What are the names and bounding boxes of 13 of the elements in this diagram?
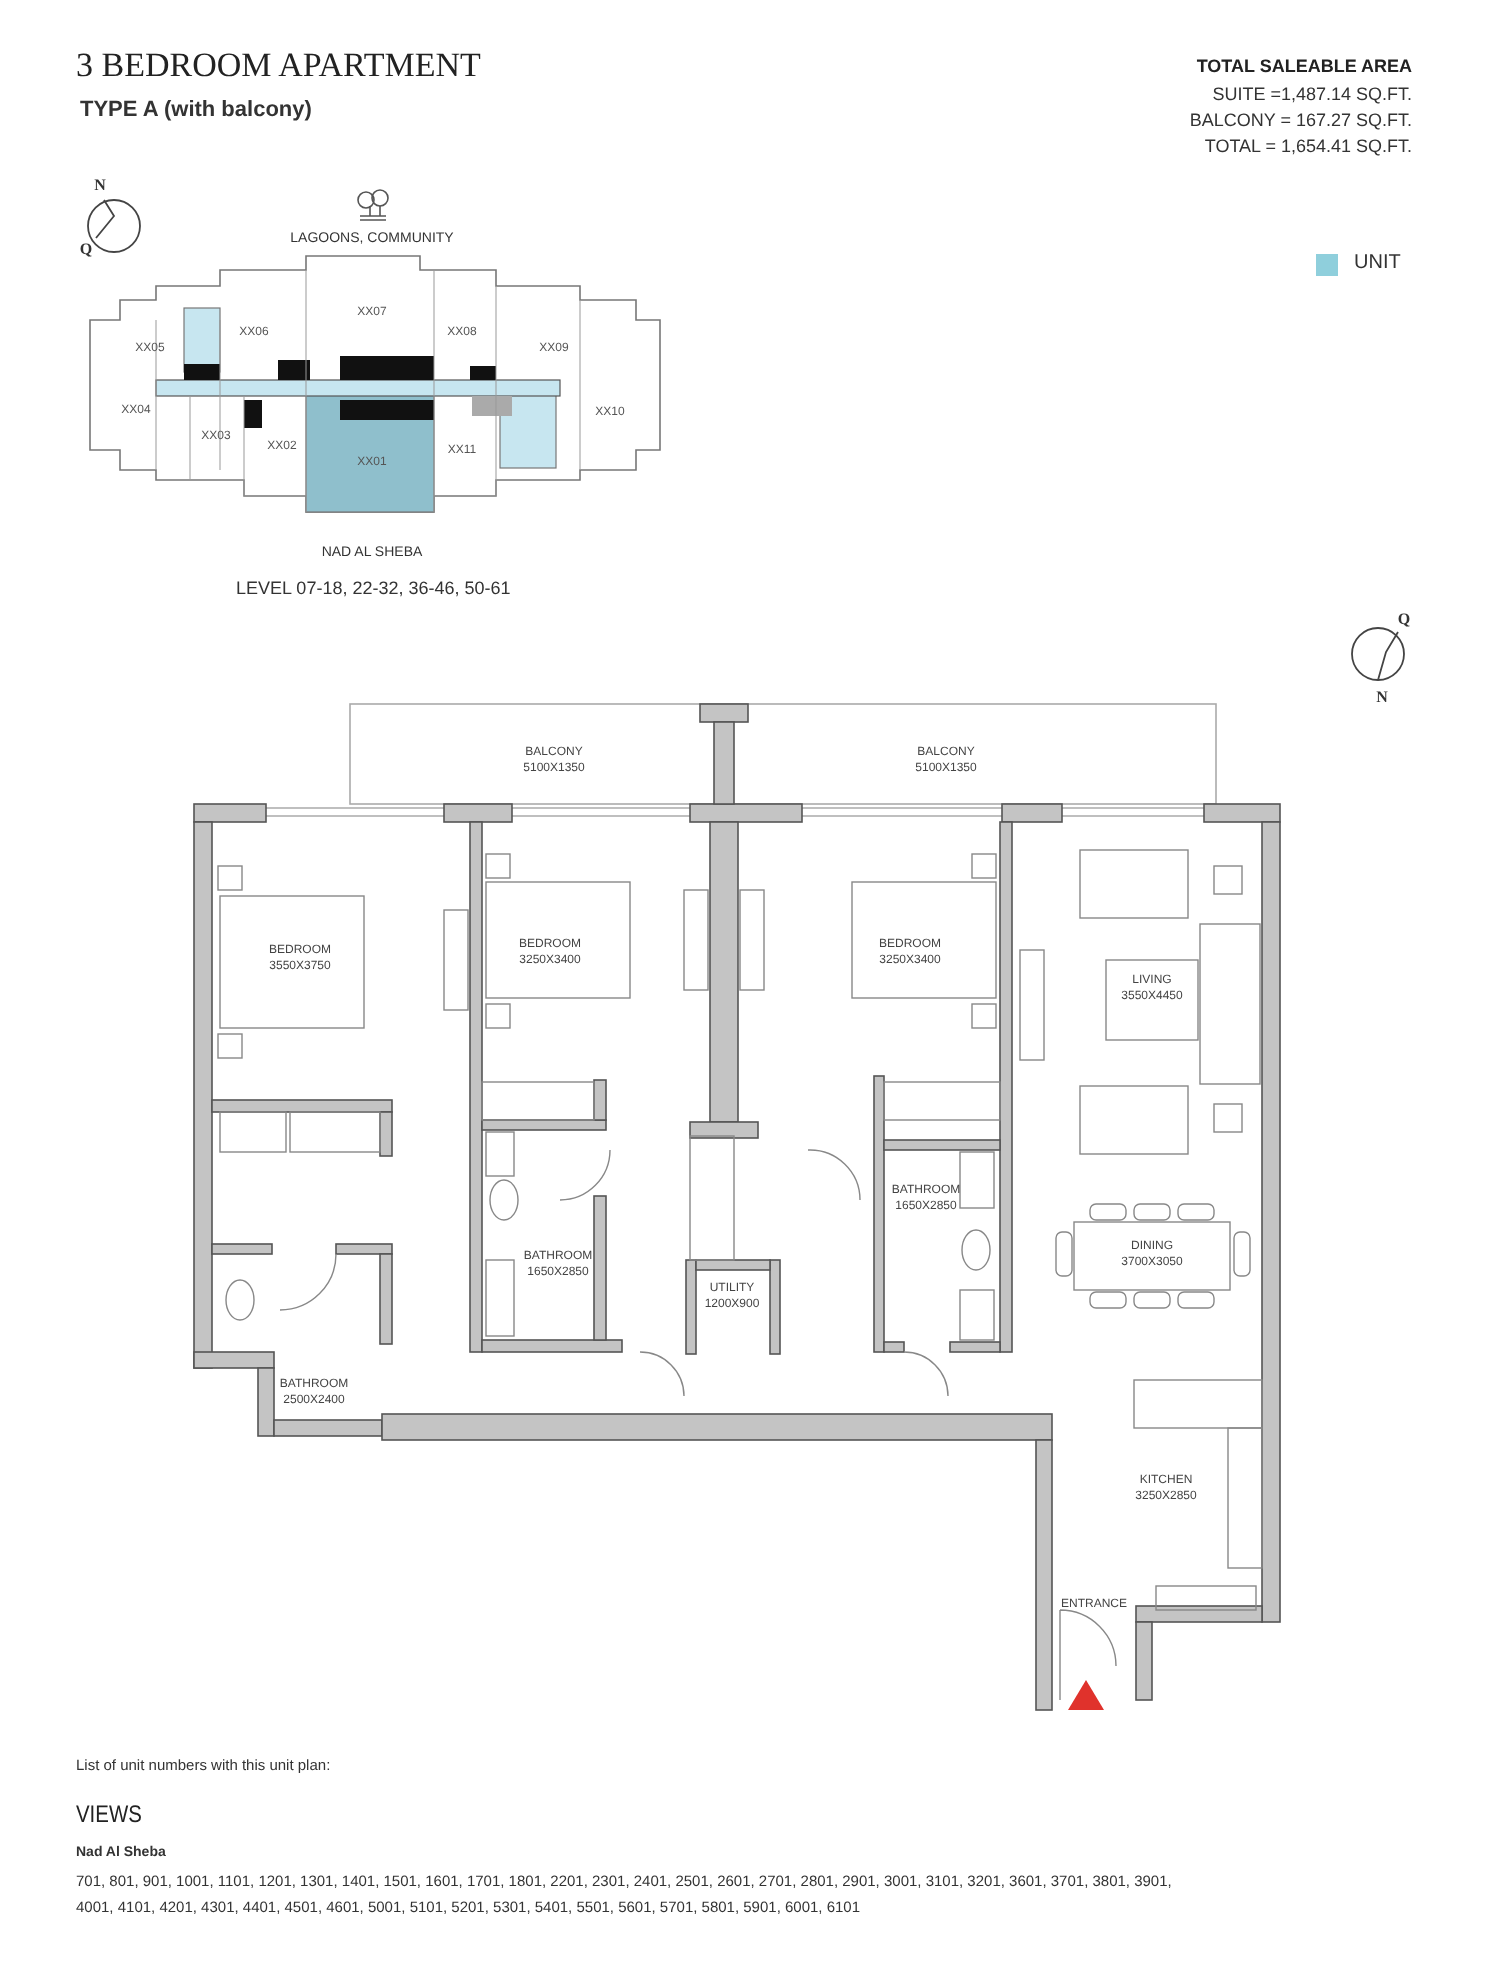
compass-letter: N: [94, 176, 106, 196]
compass-letter: N: [1376, 688, 1388, 708]
area-value: SUITE =1,487.14 SQ.FT.: [1212, 84, 1412, 106]
area-heading: TOTAL SALEABLE AREA: [1196, 56, 1412, 78]
area-value: TOTAL = 1,654.41 SQ.FT.: [1204, 136, 1412, 158]
level-text: LEVEL 07-18, 22-32, 36-46, 50-61: [236, 578, 511, 600]
legend-label: UNIT: [1354, 252, 1401, 276]
compass-letter: Q: [1397, 610, 1411, 630]
title: 3 BEDROOM APARTMENT: [76, 46, 481, 87]
compass-letter: Q: [79, 240, 93, 260]
section-heading: VIEWS: [76, 1800, 142, 1829]
subtitle: TYPE A (with balcony): [80, 98, 312, 125]
area-value: BALCONY = 167.27 SQ.FT.: [1189, 110, 1412, 132]
